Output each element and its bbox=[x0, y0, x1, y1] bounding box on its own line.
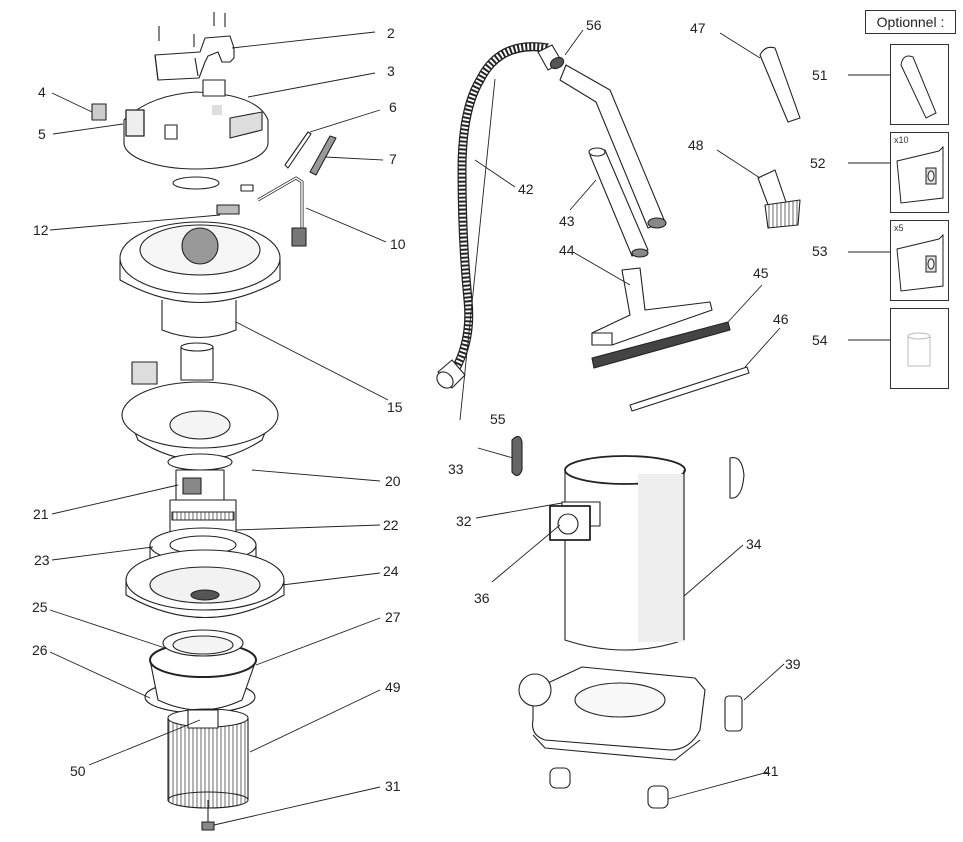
part-50-filter-adapter bbox=[187, 709, 219, 729]
label-part-39: 39 bbox=[785, 656, 801, 672]
part-21-motor bbox=[175, 469, 225, 501]
connector bbox=[240, 184, 254, 192]
screw-icon bbox=[158, 12, 226, 47]
trolley-base bbox=[531, 666, 706, 761]
paper-bag-icon bbox=[896, 233, 944, 292]
label-part-5: 5 bbox=[38, 126, 46, 142]
part-45-squeegee-strip bbox=[591, 321, 731, 369]
optional-item-54 bbox=[890, 308, 949, 389]
label-part-15: 15 bbox=[387, 399, 403, 415]
part-24-head-base bbox=[125, 549, 285, 619]
long-crevice-tool-icon bbox=[900, 55, 937, 119]
part-7-exhaust-grille bbox=[309, 135, 337, 176]
optional-item-53: x5 bbox=[890, 220, 949, 301]
part-47-crevice-tool bbox=[759, 46, 801, 123]
label-part-48: 48 bbox=[688, 137, 704, 153]
label-part-21: 21 bbox=[33, 506, 49, 522]
part-34-tank bbox=[564, 455, 686, 651]
filter-cartridge-icon bbox=[907, 332, 931, 367]
part-3-head-cover bbox=[123, 79, 269, 170]
part-12-terminal-block bbox=[216, 204, 240, 215]
label-part-31: 31 bbox=[385, 778, 401, 794]
label-part-4: 4 bbox=[38, 84, 46, 100]
part-25-filter-cage bbox=[149, 629, 257, 711]
caster-front-left bbox=[549, 767, 571, 789]
label-part-36: 36 bbox=[474, 590, 490, 606]
label-part-33: 33 bbox=[448, 461, 464, 477]
label-part-47: 47 bbox=[690, 20, 706, 36]
latch-clip-right bbox=[729, 457, 745, 499]
label-part-41: 41 bbox=[763, 763, 779, 779]
part-31-filter-knob bbox=[201, 800, 215, 831]
label-part-54: 54 bbox=[812, 332, 828, 348]
label-part-45: 45 bbox=[753, 265, 769, 281]
label-part-49: 49 bbox=[385, 679, 401, 695]
label-part-7: 7 bbox=[389, 151, 397, 167]
part-42-flexible-hose bbox=[451, 42, 549, 373]
part-6-exhaust-filter bbox=[284, 131, 312, 169]
part-48-round-brush bbox=[757, 169, 801, 229]
part-56-hose-connector bbox=[537, 44, 565, 71]
part-15-motor-housing bbox=[119, 221, 281, 338]
part-39-rear-wheel bbox=[724, 695, 743, 732]
part-44-floor-nozzle bbox=[591, 267, 713, 346]
part-33-latch-clip bbox=[511, 435, 523, 477]
label-part-32: 32 bbox=[456, 513, 472, 529]
part-36-hose-inlet bbox=[549, 501, 601, 541]
label-part-44: 44 bbox=[559, 242, 575, 258]
part-10-power-cord bbox=[257, 176, 307, 247]
label-part-42: 42 bbox=[518, 181, 534, 197]
part-55-hose-cuff bbox=[436, 359, 466, 389]
label-part-2: 2 bbox=[387, 25, 395, 41]
part-46-brush-strip bbox=[629, 366, 750, 412]
label-part-51: 51 bbox=[812, 67, 828, 83]
optional-item-51 bbox=[890, 44, 949, 125]
bushing bbox=[180, 342, 214, 381]
optional-item-52: x10 bbox=[890, 132, 949, 213]
label-part-24: 24 bbox=[383, 563, 399, 579]
part-2-handle bbox=[154, 35, 235, 81]
part-4-switch bbox=[91, 103, 107, 121]
label-part-34: 34 bbox=[746, 536, 762, 552]
label-part-43: 43 bbox=[559, 213, 575, 229]
label-part-22: 22 bbox=[383, 517, 399, 533]
label-part-10: 10 bbox=[390, 236, 406, 252]
label-part-23: 23 bbox=[34, 552, 50, 568]
leader-lines bbox=[49, 29, 890, 826]
label-part-27: 27 bbox=[385, 609, 401, 625]
label-part-20: 20 bbox=[385, 473, 401, 489]
label-part-6: 6 bbox=[389, 99, 397, 115]
part-41-caster bbox=[647, 785, 669, 809]
rear-wheel-left bbox=[518, 673, 552, 707]
label-part-3: 3 bbox=[387, 63, 395, 79]
label-part-12: 12 bbox=[33, 222, 49, 238]
quantity-label: x10 bbox=[894, 135, 909, 145]
seal-disc bbox=[172, 176, 220, 190]
paper-bag-icon bbox=[896, 145, 944, 204]
label-part-50: 50 bbox=[70, 763, 86, 779]
quantity-label: x5 bbox=[894, 223, 904, 233]
label-part-46: 46 bbox=[773, 311, 789, 327]
label-part-26: 26 bbox=[32, 642, 48, 658]
part-20-motor-support bbox=[121, 361, 279, 471]
label-part-52: 52 bbox=[810, 155, 826, 171]
label-part-25: 25 bbox=[32, 599, 48, 615]
part-43-straight-tube bbox=[588, 147, 649, 258]
optional-section-title: Optionnel : bbox=[865, 10, 956, 34]
label-part-53: 53 bbox=[812, 243, 828, 259]
bent-tube bbox=[559, 64, 667, 229]
label-part-56: 56 bbox=[586, 17, 602, 33]
label-part-55: 55 bbox=[490, 411, 506, 427]
